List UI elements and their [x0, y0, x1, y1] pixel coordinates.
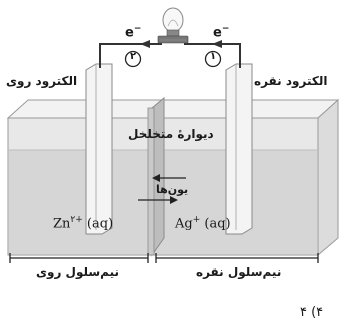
electron-arrow-left — [140, 40, 150, 48]
electrode-right-label: الکترود نقره — [254, 74, 328, 88]
tank-top-rim — [6, 99, 340, 119]
ion-arrow-right-head — [170, 196, 178, 204]
zinc-electrode — [85, 63, 113, 235]
halfcell-right-label: نیم‌سلول نقره — [196, 265, 282, 279]
electron-label-right: e− — [213, 24, 230, 41]
solution-right-label: Ag+ (aq) — [175, 215, 231, 232]
option-number: ۴ (۴ — [300, 305, 324, 320]
marker-right-text: ۱ — [209, 51, 217, 62]
tank-right-side — [317, 98, 339, 257]
ions-label: یون‌ها — [156, 183, 189, 196]
electron-label-left: e− — [125, 24, 142, 41]
marker-circle-right — [204, 50, 222, 68]
electrode-left-label: الکترود روی — [6, 74, 78, 88]
electron-arrow-right — [212, 40, 222, 48]
circuit-wire-right — [184, 43, 241, 68]
halfcell-left-label: نیم‌سلول روی — [36, 265, 119, 279]
silver-electrode — [225, 63, 253, 235]
porous-wall-front — [147, 107, 155, 256]
halfcell-bracket-right — [155, 253, 319, 263]
marker-left-text: ۲ — [129, 51, 137, 62]
light-bulb-icon — [157, 7, 189, 44]
marker-circle-left — [124, 50, 142, 68]
halfcell-bracket-left — [9, 253, 149, 263]
porous-wall-label: دیوارهٔ متخلخل — [128, 127, 214, 141]
ion-arrow-left-head — [152, 174, 160, 182]
solution-left-label: Zn۲+ (aq) — [53, 215, 114, 232]
